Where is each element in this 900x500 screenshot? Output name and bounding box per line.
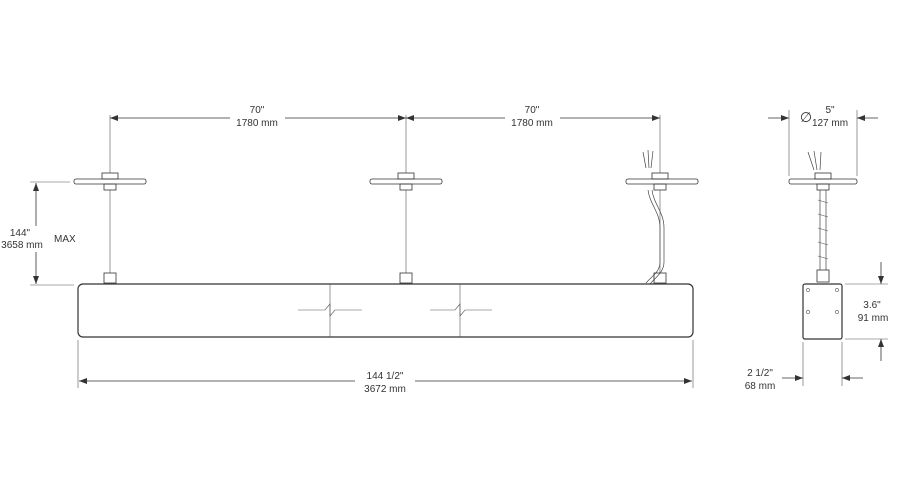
width-imperial: 2 1/2" xyxy=(747,368,773,379)
span-right-imperial: 70" xyxy=(525,105,540,116)
side-feed-wires xyxy=(807,150,822,171)
drop-imperial: 144" xyxy=(10,228,31,239)
canopy-center xyxy=(369,115,443,191)
diameter-metric: 127 mm xyxy=(812,118,848,129)
span-left-metric: 1780 mm xyxy=(236,118,278,129)
front-view: 70" 1780 mm 70" 1780 mm 144" 3658 mm MAX… xyxy=(1,103,699,396)
drop-metric: 3658 mm xyxy=(1,240,43,251)
height-metric: 91 mm xyxy=(858,313,889,324)
diameter-symbol: ∅ xyxy=(800,109,812,125)
drop-qualifier: MAX xyxy=(54,234,76,245)
span-right-metric: 1780 mm xyxy=(511,118,553,129)
diameter-imperial: 5" xyxy=(825,105,835,116)
length-metric: 3672 mm xyxy=(364,384,406,395)
side-view: ∅ 5" 127 mm 3.6" 91 mm 2 1/2" 68 mm xyxy=(745,103,889,392)
span-left-imperial: 70" xyxy=(250,105,265,116)
gripper-center xyxy=(399,272,413,284)
width-metric: 68 mm xyxy=(745,381,776,392)
canopy-right xyxy=(625,115,699,191)
break-mark-left xyxy=(298,303,362,317)
fixture-body xyxy=(77,283,694,338)
side-gripper xyxy=(816,269,830,283)
height-imperial: 3.6" xyxy=(863,300,881,311)
break-mark-right xyxy=(430,303,492,317)
side-canopy xyxy=(788,178,858,185)
canopy-left xyxy=(73,115,147,191)
side-body xyxy=(802,283,843,340)
length-imperial: 144 1/2" xyxy=(367,371,404,382)
gripper-left xyxy=(103,272,117,284)
power-cord xyxy=(645,189,665,285)
gripper-right xyxy=(653,272,667,284)
